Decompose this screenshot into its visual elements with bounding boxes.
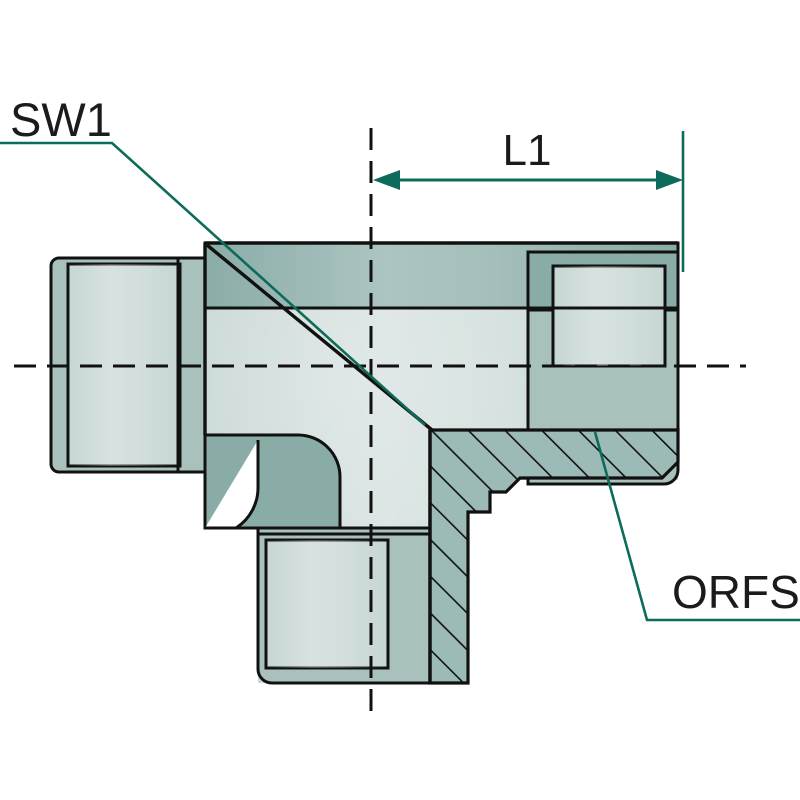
fitting-geometry xyxy=(49,241,680,685)
label-orfs: ORFS xyxy=(672,566,800,618)
section-hatch xyxy=(428,428,680,685)
right-port xyxy=(526,250,680,486)
l1-arrow-right xyxy=(656,170,683,190)
orfs-leader-line xyxy=(593,431,800,622)
l1-dimension xyxy=(373,131,685,272)
l1-arrow-left xyxy=(373,170,400,190)
bottom-port xyxy=(256,526,432,685)
centerlines xyxy=(14,128,746,718)
annotations: SW1 L1 ORFS xyxy=(0,93,800,622)
label-sw1: SW1 xyxy=(10,93,112,146)
sw1-leader-line xyxy=(0,141,426,426)
label-l1: L1 xyxy=(503,126,552,175)
body-fillet xyxy=(203,433,342,530)
